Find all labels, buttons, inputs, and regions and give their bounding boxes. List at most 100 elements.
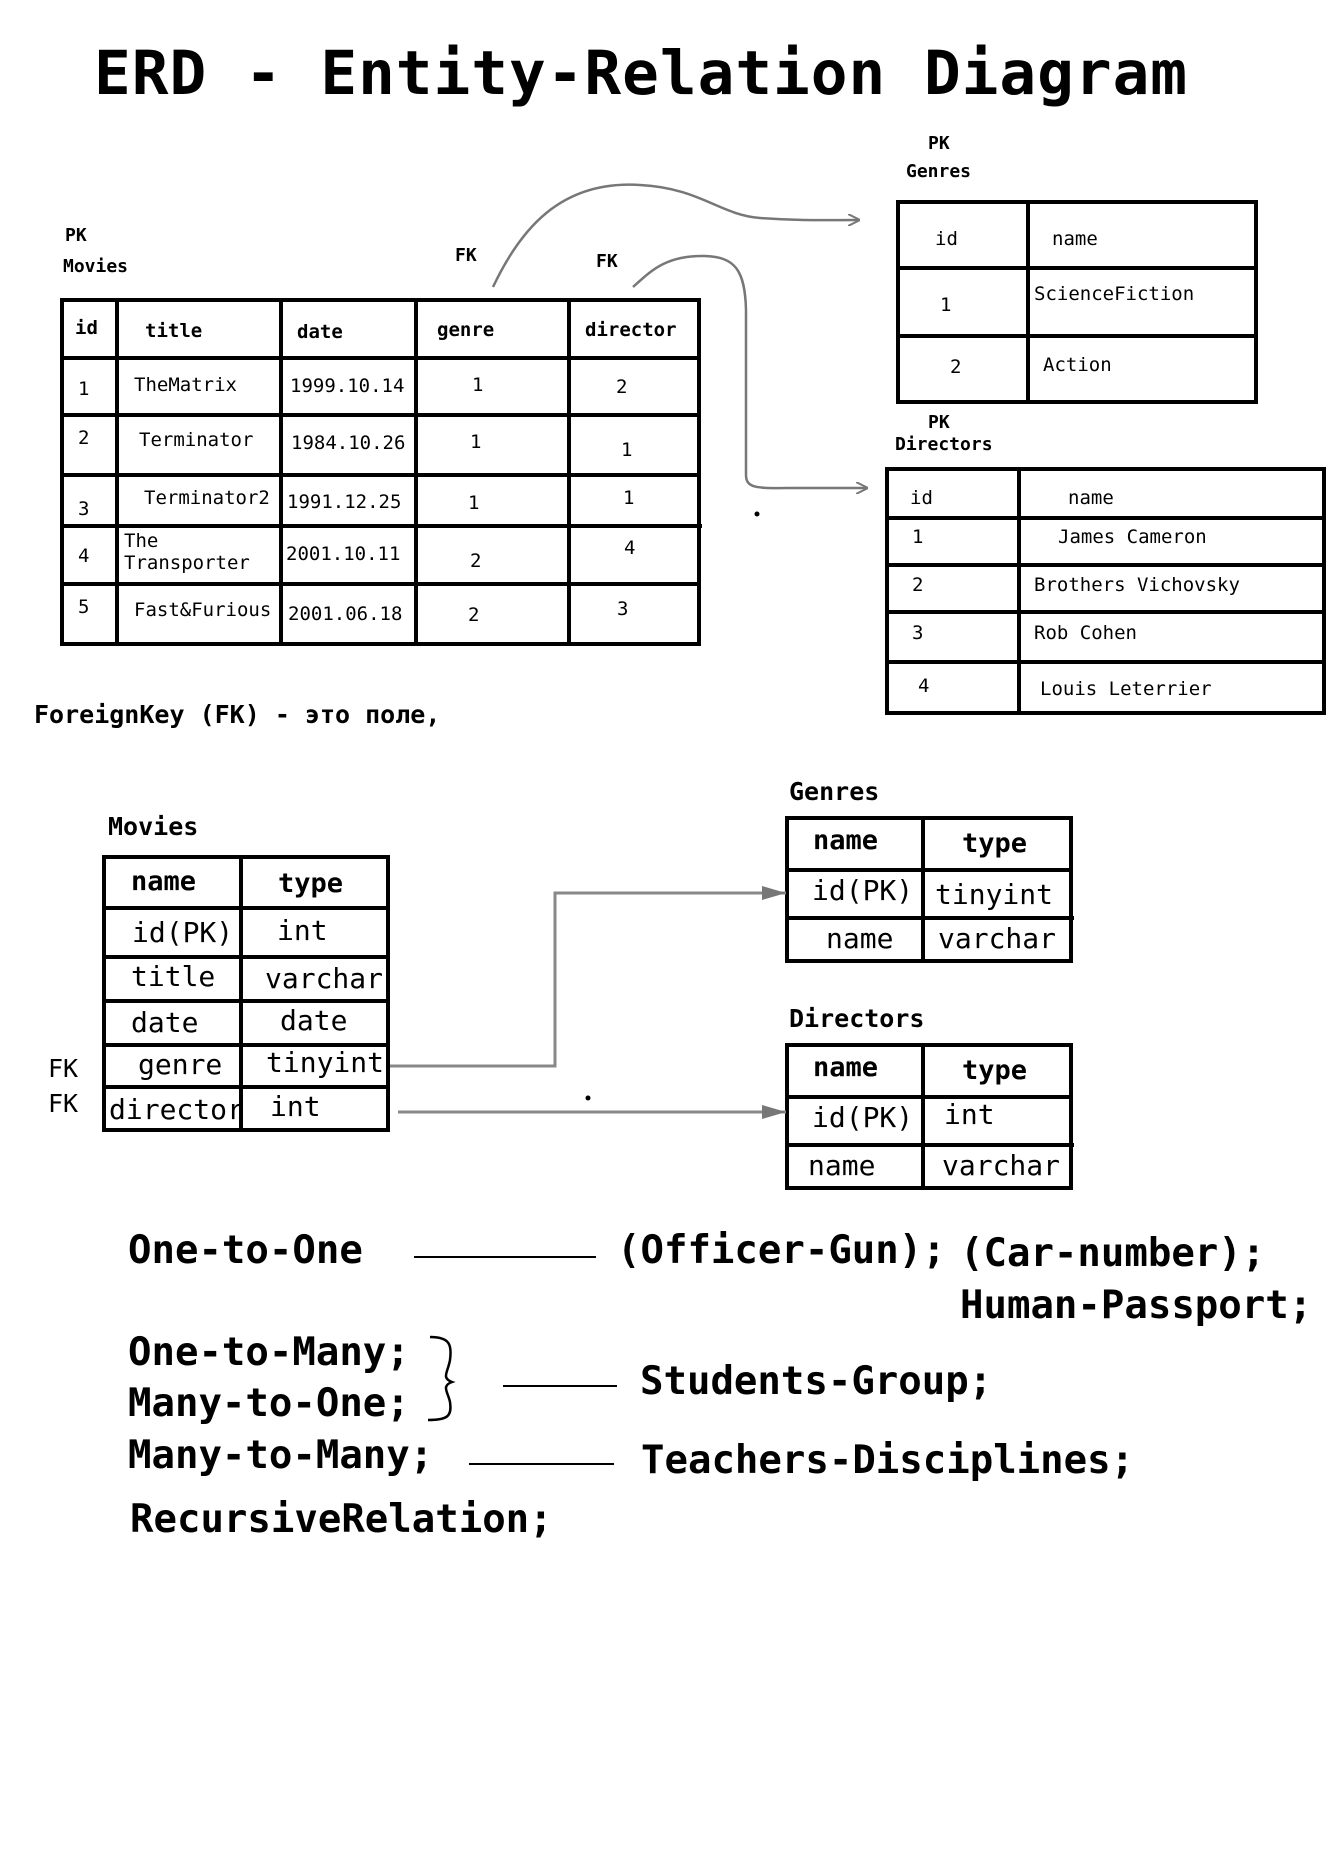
genres-cell: 1 [940, 294, 952, 316]
movies-cell: Terminator2 [144, 487, 270, 509]
relation-recursive: RecursiveRelation; [130, 1497, 553, 1542]
genres-header-id: id [935, 228, 958, 250]
movies-cell: 2001.06.18 [288, 603, 403, 625]
movies-header-date: date [297, 321, 343, 343]
schema-directors-header-type: type [962, 1055, 1028, 1086]
movies-cell: 1 [470, 431, 482, 453]
movies-cell: 2 [470, 550, 482, 572]
relation-one-to-many: One-to-Many; [128, 1330, 410, 1375]
curly-brace [427, 1335, 456, 1422]
directors-pk-label: PK [928, 412, 950, 433]
schema-genres-cell: id(PK) [812, 874, 914, 907]
genres-table-title: Genres [906, 161, 972, 182]
schema-genres-header-name: name [813, 825, 879, 856]
genres-data-table-grid [896, 200, 1258, 404]
relation-many-to-one: Many-to-One; [128, 1381, 410, 1426]
movies-table-title: Movies [63, 256, 129, 277]
genre-fk-schema-arrow [390, 886, 786, 1068]
fk-genre-arrow [491, 183, 858, 288]
schema-directors-cell: varchar [942, 1149, 1061, 1182]
movies-data-table-grid [60, 298, 702, 646]
relation-example-officer-gun: (Officer-Gun); [617, 1228, 946, 1273]
schema-movies-cell: date [131, 1006, 199, 1039]
movies-cell: 1991.12.25 [287, 491, 402, 513]
movies-cell: 3 [78, 498, 90, 520]
schema-genres-title: Genres [789, 777, 880, 806]
movies-header-title: title [145, 320, 203, 342]
movies-cell: Fast&Furious [134, 599, 272, 621]
fk-genre-label: FK [455, 245, 477, 266]
page-title: ERD - Entity-Relation Diagram [94, 38, 1189, 109]
relation-example-students-group: Students-Group; [640, 1359, 993, 1404]
movies-cell: 2 [468, 604, 480, 626]
directors-cell: 3 [912, 622, 924, 644]
directors-table-title: Directors [895, 434, 993, 455]
movies-cell: 1999.10.14 [290, 375, 405, 397]
genres-cell: Action [1043, 354, 1112, 376]
schema-genres-cell: tinyint [935, 878, 1054, 911]
movies-cell: 1984.10.26 [291, 432, 406, 454]
movies-pk-label: PK [65, 225, 87, 246]
movies-cell: 2001.10.11 [286, 543, 401, 565]
relation-many-to-many: Many-to-Many; [128, 1433, 434, 1478]
movies-header-director: director [585, 319, 677, 341]
movies-cell: The Transporter [124, 530, 250, 574]
movies-cell: 1 [623, 487, 635, 509]
movies-cell: 1 [621, 439, 633, 461]
fk-director-label: FK [596, 251, 618, 272]
directors-cell: Brothers Vichovsky [1034, 574, 1240, 596]
schema-movies-cell: tinyint [266, 1046, 385, 1079]
schema-fk-genre-label: FK [48, 1054, 79, 1083]
movies-header-genre: genre [437, 319, 495, 341]
relation-one-to-one: One-to-One [128, 1228, 363, 1273]
schema-movies-cell: director [109, 1093, 244, 1126]
relation-example-teachers-disciplines: Teachers-Disciplines; [641, 1438, 1135, 1483]
movies-header-id: id [75, 317, 98, 339]
schema-movies-cell: int [277, 914, 328, 947]
schema-movies-header-type: type [278, 868, 344, 899]
movies-cell: 2 [616, 376, 628, 398]
directors-cell: Rob Cohen [1034, 622, 1137, 644]
schema-movies-cell: genre [138, 1048, 223, 1081]
schema-movies-header-name: name [131, 866, 197, 897]
movies-cell: 4 [624, 537, 636, 559]
genres-cell: ScienceFiction [1034, 283, 1195, 305]
schema-movies-cell: title [131, 960, 216, 993]
schema-directors-title: Directors [789, 1004, 925, 1033]
relation-example-human-passport: Human-Passport; [960, 1283, 1313, 1328]
genres-cell: 2 [950, 356, 962, 378]
genres-header-name: name [1052, 228, 1098, 250]
schema-genres-header-type: type [962, 828, 1028, 859]
movies-cell: Terminator [139, 429, 254, 451]
schema-directors-cell: int [944, 1098, 995, 1131]
directors-cell: 2 [912, 574, 924, 596]
genres-schema-table-grid [785, 816, 1074, 963]
movies-cell: TheMatrix [134, 374, 237, 396]
movies-cell: 1 [472, 374, 484, 396]
schema-movies-cell: varchar [265, 962, 384, 995]
directors-cell: 1 [912, 526, 924, 548]
schema-movies-title: Movies [108, 812, 199, 841]
schema-genres-cell: name [826, 922, 894, 955]
schema-genres-cell: varchar [938, 922, 1057, 955]
movies-schema-table-grid [102, 855, 390, 1132]
movies-cell: 1 [468, 492, 480, 514]
movies-cell: 1 [78, 378, 90, 400]
fk-director-arrow [632, 254, 866, 488]
relation-example-car-number: (Car-number); [960, 1231, 1266, 1276]
schema-directors-header-name: name [813, 1052, 879, 1083]
schema-fk-director-label: FK [48, 1089, 79, 1118]
directors-schema-table-grid [785, 1043, 1074, 1190]
schema-movies-cell: date [280, 1004, 348, 1037]
movies-cell: 3 [617, 598, 629, 620]
movies-cell: 5 [78, 596, 90, 618]
movies-cell: 4 [78, 545, 90, 567]
fk-note: ForeignKey (FK) - это поле, [34, 700, 441, 729]
schema-movies-cell: id(PK) [132, 916, 234, 949]
schema-movies-cell: int [270, 1090, 321, 1123]
directors-data-table-grid [885, 467, 1326, 715]
directors-cell: James Cameron [1058, 526, 1207, 548]
directors-cell: 4 [918, 675, 930, 697]
genres-pk-label: PK [928, 133, 950, 154]
directors-header-name: name [1068, 487, 1114, 509]
